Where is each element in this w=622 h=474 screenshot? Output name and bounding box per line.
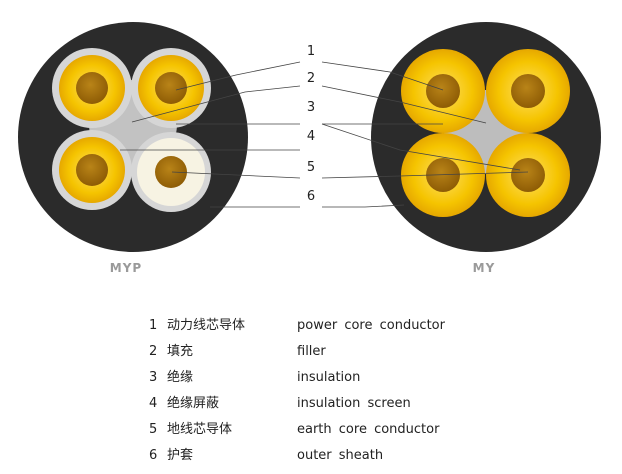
legend-chinese-label: 护套 bbox=[167, 448, 194, 463]
legend-chinese-label: 动力线芯导体 bbox=[167, 318, 246, 333]
legend-english-label: earth core conductor bbox=[297, 422, 440, 437]
myp-power-core-bottom-left bbox=[52, 130, 132, 210]
callout-3: 3 bbox=[307, 100, 315, 115]
legend-number: 5 bbox=[149, 422, 158, 437]
legend-row: 3 绝缘 insulation bbox=[149, 365, 469, 391]
legend-number: 2 bbox=[149, 344, 158, 359]
callout-4: 4 bbox=[307, 129, 315, 144]
my-power-core-top-left bbox=[401, 49, 485, 133]
legend-english-label: outer sheath bbox=[297, 448, 384, 463]
callout-2: 2 bbox=[307, 71, 315, 86]
leader-2-left bbox=[131, 85, 301, 123]
callout-1: 1 bbox=[307, 44, 315, 59]
legend-english-label: power core conductor bbox=[297, 318, 445, 333]
legend-number: 6 bbox=[149, 448, 158, 463]
myp-cable bbox=[18, 22, 248, 252]
my-label: MY bbox=[473, 261, 496, 275]
my-cable bbox=[371, 22, 601, 252]
legend-english-label: insulation bbox=[297, 370, 361, 385]
callout-5: 5 bbox=[307, 160, 315, 175]
legend-english-label: insulation screen bbox=[297, 396, 411, 411]
myp-label: MYP bbox=[110, 261, 142, 275]
legend-chinese-label: 绝缘 bbox=[167, 370, 194, 385]
legend: 1 动力线芯导体 power core conductor 2 填充 fille… bbox=[149, 313, 469, 469]
legend-row: 6 护套 outer sheath bbox=[149, 443, 469, 469]
leader-6-right bbox=[322, 204, 405, 208]
cable-cross-section-diagram: 1 2 3 4 5 6 MYP MY bbox=[18, 22, 601, 275]
legend-row: 5 地线芯导体 earth core conductor bbox=[149, 417, 469, 443]
legend-english-label: filler bbox=[297, 344, 326, 359]
myp-power-core-top-right bbox=[131, 48, 211, 128]
my-power-core-bottom-right bbox=[486, 133, 570, 217]
legend-row: 1 动力线芯导体 power core conductor bbox=[149, 313, 469, 339]
leader-5-right bbox=[321, 171, 529, 179]
leader-2-right bbox=[321, 85, 487, 124]
callout-6: 6 bbox=[307, 189, 315, 204]
legend-row: 4 绝缘屏蔽 insulation screen bbox=[149, 391, 469, 417]
leader-1-right bbox=[321, 61, 444, 91]
legend-number: 4 bbox=[149, 396, 158, 411]
leader-1-left bbox=[175, 61, 301, 91]
myp-earth-core bbox=[131, 132, 211, 212]
legend-row: 2 填充 filler bbox=[149, 339, 469, 365]
legend-chinese-label: 填充 bbox=[167, 344, 194, 359]
legend-chinese-label: 绝缘屏蔽 bbox=[167, 396, 220, 411]
leader-lines bbox=[120, 61, 529, 208]
myp-power-core-top-left bbox=[52, 48, 132, 128]
legend-number: 3 bbox=[149, 370, 158, 385]
leader-5-left bbox=[171, 171, 301, 179]
leader-3-right-b bbox=[321, 123, 521, 171]
legend-number: 1 bbox=[149, 318, 158, 333]
my-power-core-top-right bbox=[486, 49, 570, 133]
legend-chinese-label: 地线芯导体 bbox=[167, 422, 233, 437]
